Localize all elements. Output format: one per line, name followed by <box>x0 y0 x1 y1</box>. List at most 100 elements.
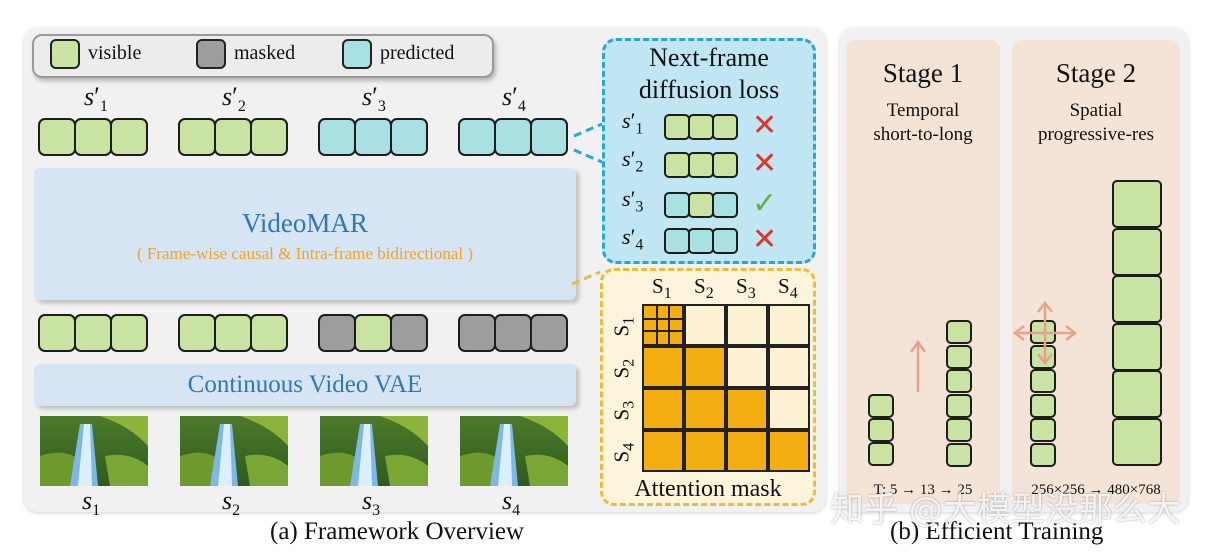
frame-thumbnail-3 <box>320 416 428 486</box>
stage1-title: Stage 1 <box>882 58 964 88</box>
legend-masked-swatch <box>196 39 226 69</box>
legend-visible-label: visible <box>88 42 142 64</box>
top-label-4: s′4 <box>502 82 526 116</box>
output-frame-2 <box>178 118 288 156</box>
legend-visible-swatch <box>50 39 80 69</box>
cross-icon: ✕ <box>752 222 778 257</box>
legend-masked-label: masked <box>234 42 296 64</box>
stage2-line2: progressive-res <box>1037 124 1155 145</box>
bottom-label-4: s4 <box>502 486 521 520</box>
top-label-2: s′2 <box>222 82 246 116</box>
input-frame-1 <box>38 314 148 352</box>
loss-title-line2: diffusion loss <box>638 75 780 104</box>
attention-cell <box>684 388 726 430</box>
attention-cell <box>768 304 810 346</box>
loss-row-label-2: s′2 <box>622 146 644 176</box>
token-block <box>1030 442 1056 467</box>
attn-col-2: S2 <box>694 274 714 303</box>
loss-row-tokens-3 <box>664 192 738 218</box>
attn-row-1: S1 <box>609 316 638 337</box>
token-block <box>946 344 972 369</box>
bottom-label-2: s2 <box>222 486 241 520</box>
watermark: 知乎 @大模型没那么大 <box>830 490 1181 530</box>
loss-row-tokens-2 <box>664 152 738 178</box>
input-frame-2 <box>178 314 288 352</box>
attention-cell <box>726 388 768 430</box>
cross-icon: ✕ <box>752 108 778 143</box>
loss-title-line1: Next-frame <box>649 43 769 72</box>
legend-predicted-swatch <box>342 39 372 69</box>
cross-icon: ✕ <box>752 146 778 181</box>
attn-col-1: S1 <box>652 274 672 303</box>
legend: visible masked predicted <box>32 34 494 78</box>
loss-row-tokens-1 <box>664 114 738 140</box>
attention-cell <box>642 304 684 346</box>
attention-caption: Attention mask <box>634 476 782 502</box>
attention-cell <box>642 430 684 472</box>
input-frame-4 <box>458 314 568 352</box>
up-arrow-icon <box>909 339 927 392</box>
frame-thumbnail-4 <box>460 416 568 486</box>
attn-row-4: S4 <box>609 442 638 463</box>
token-block <box>946 442 972 467</box>
loss-row-tokens-4 <box>664 228 738 254</box>
videomar-block: VideoMAR ( Frame-wise causal & Intra-fra… <box>34 168 576 300</box>
expand-arrows-icon <box>1012 300 1078 366</box>
stage2-title: Stage 2 <box>1055 58 1137 88</box>
token-block <box>1112 417 1162 466</box>
attention-cell <box>642 346 684 388</box>
attention-cell <box>726 346 768 388</box>
token-block <box>1030 369 1056 393</box>
videomar-title: VideoMAR <box>242 208 368 238</box>
frame-thumbnail-2 <box>180 416 288 486</box>
attention-cell <box>684 430 726 472</box>
stage1-line2: short-to-long <box>873 124 973 145</box>
frame-thumbnail-1 <box>40 416 148 486</box>
attention-cell <box>726 430 768 472</box>
token-block <box>1030 418 1056 442</box>
output-frame-1 <box>38 118 148 156</box>
bottom-label-3: s3 <box>362 486 381 520</box>
token-block <box>868 418 894 442</box>
stage1-line1: Temporal <box>886 100 960 121</box>
attention-cell <box>684 346 726 388</box>
attn-row-2: S2 <box>609 358 638 379</box>
token-block <box>946 369 972 393</box>
loss-row-label-1: s′1 <box>622 108 644 138</box>
token-block <box>1030 344 1056 369</box>
attention-cell <box>768 388 810 430</box>
caption-training: (b) Efficient Training <box>890 518 1104 545</box>
token-block <box>946 393 972 418</box>
vae-block: Continuous Video VAE <box>34 364 576 406</box>
diffusion-loss-box: Next-frame diffusion loss <box>602 38 816 264</box>
token-block <box>1112 275 1162 323</box>
attention-cell <box>726 304 768 346</box>
videomar-subtitle: ( Frame-wise causal & Intra-frame bidire… <box>136 244 474 263</box>
bottom-label-1: s1 <box>82 486 101 520</box>
loss-row-label-3: s′3 <box>622 186 644 216</box>
token-block <box>1112 180 1162 228</box>
token-block <box>868 394 894 418</box>
stage2-footer: 256×256 → 480×768 <box>1031 482 1161 498</box>
token-block <box>946 418 972 442</box>
attention-cell <box>642 388 684 430</box>
attention-cell <box>768 430 810 472</box>
token-block <box>1112 227 1162 276</box>
output-frame-3 <box>318 118 428 156</box>
legend-predicted-label: predicted <box>380 42 455 64</box>
token-block <box>1030 393 1056 418</box>
check-icon: ✓ <box>752 186 778 221</box>
attention-cell <box>768 346 810 388</box>
vae-title: Continuous Video VAE <box>187 371 423 398</box>
attention-grid <box>642 304 810 472</box>
attn-col-4: S4 <box>778 274 798 303</box>
stage1-footer: T: 5 → 13 → 25 <box>873 482 973 498</box>
input-frame-3 <box>318 314 428 352</box>
token-block <box>946 320 972 344</box>
output-frame-4 <box>458 118 568 156</box>
stage2-line1: Spatial <box>1069 100 1123 121</box>
attn-row-3: S3 <box>609 400 638 421</box>
top-label-1: s′1 <box>84 82 108 116</box>
attention-cell <box>684 304 726 346</box>
